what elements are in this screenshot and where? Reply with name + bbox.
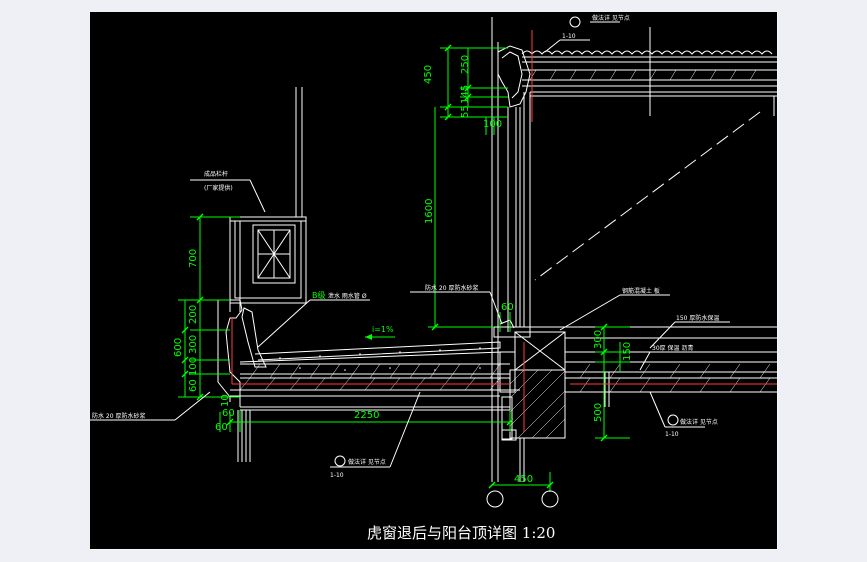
axis-bubble-left — [486, 490, 504, 508]
drain-note: 泄水 雨水管 Ø — [328, 292, 367, 300]
dim-60-mid: 60 — [501, 302, 514, 313]
rail-sub: (厂家提供) — [204, 184, 233, 192]
detail-bubble-right — [667, 414, 679, 426]
detail-right: 做法详 见节点 — [680, 418, 718, 426]
ref-top: 1-10 — [562, 33, 576, 40]
dim-10: 10 — [220, 394, 231, 407]
axis-bubble-right — [541, 490, 559, 508]
left-wall — [217, 87, 307, 398]
dim-1600: 1600 — [424, 199, 435, 224]
dim-60-bottom-a: 60 — [222, 408, 235, 419]
dim-2250: 2250 — [354, 410, 379, 421]
concrete-beam — [499, 326, 777, 482]
dim-145: 145 — [460, 85, 471, 104]
dim-60-bottom-b: 60 — [215, 422, 228, 433]
dimension-lines — [178, 44, 630, 492]
detail-bottom: 做法详 见节点 — [348, 458, 386, 466]
waterproof-top: 防水 20 厚防水砂浆 — [425, 284, 478, 292]
dim-150-right: 150 — [622, 342, 633, 361]
ref-bottom: 1-10 — [330, 472, 344, 479]
rail-note: 成品栏杆 — [204, 170, 228, 178]
window-wall — [491, 17, 531, 482]
ref-right: 1-10 — [665, 431, 679, 438]
detail-bubble-bottom — [334, 455, 346, 467]
dim-100-left: 100 — [188, 357, 199, 376]
leader-lines — [90, 21, 730, 468]
dim-600: 600 — [173, 338, 184, 357]
dim-55: 55 — [460, 105, 471, 118]
slope-label: i=1% — [372, 325, 394, 334]
balcony-slab — [229, 341, 520, 462]
detail-top: 做法详 见节点 — [592, 14, 630, 22]
drawing-canvas[interactable]: 450 250 145 55 100 1600 700 600 200 300 … — [90, 12, 777, 549]
dim-100-top: 100 — [483, 119, 502, 130]
drain-left: B级 — [312, 290, 326, 300]
dim-300-left: 300 — [188, 335, 199, 354]
waterproof-left: 防水 20 厚防水砂浆 — [92, 412, 145, 420]
dim-500: 500 — [593, 403, 604, 422]
roof-eave — [497, 27, 777, 281]
concrete-note: 钢筋混凝土 板 — [622, 287, 660, 295]
dim-60-left: 60 — [188, 379, 199, 392]
dim-450-top: 450 — [423, 65, 434, 84]
detail-bubble-top — [569, 16, 581, 28]
dim-450-bottom: 450 — [514, 474, 533, 485]
dim-700: 700 — [188, 249, 199, 268]
drawing-title: 虎窗退后与阳台顶详图 1:20 — [367, 524, 555, 542]
insul-note-2: 30厚 保温 沥青 — [652, 344, 693, 352]
dim-250: 250 — [460, 55, 471, 74]
dim-300-right: 300 — [593, 330, 604, 349]
insul-note: 150 厚防水保温 — [676, 314, 719, 322]
dim-200: 200 — [188, 305, 199, 324]
